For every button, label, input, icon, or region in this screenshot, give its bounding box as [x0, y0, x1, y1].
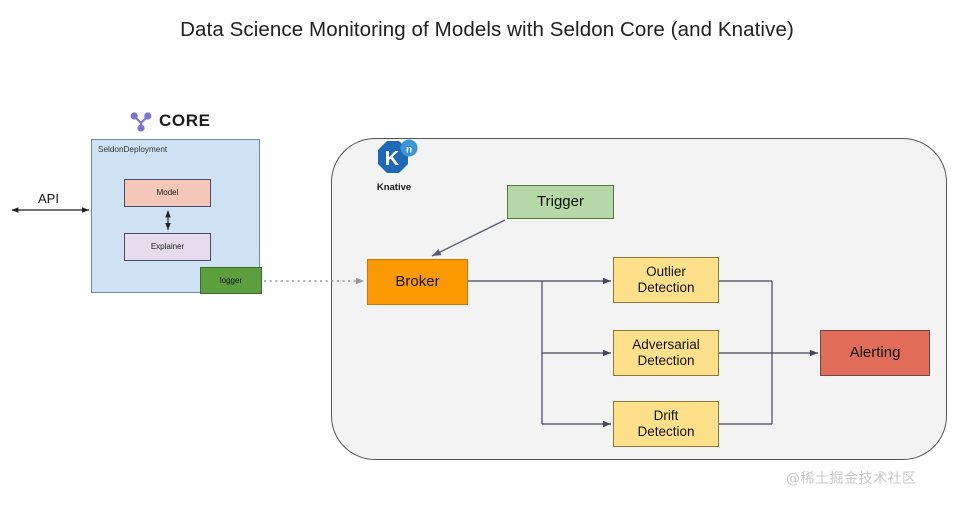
seldon-core-logo: CORE — [128, 106, 228, 136]
seldon-deployment-label: SeldonDeployment — [98, 145, 168, 154]
drift-detection-box[interactable]: Drift Detection — [613, 401, 719, 447]
model-box[interactable]: Model — [124, 179, 211, 207]
page-title: Data Science Monitoring of Models with S… — [180, 18, 794, 41]
outlier-detection-label-line2: Detection — [637, 280, 695, 295]
alerting-box[interactable]: Alerting — [820, 330, 930, 376]
broker-box[interactable]: Broker — [367, 259, 468, 305]
seldon-trefoil-icon — [130, 112, 152, 132]
adversarial-detection-box[interactable]: Adversarial Detection — [613, 330, 719, 376]
knative-k-icon: K n — [378, 139, 418, 173]
svg-text:n: n — [406, 145, 412, 156]
outlier-detection-label-line1: Outlier — [646, 264, 686, 280]
logger-box[interactable]: logger — [200, 267, 262, 294]
drift-detection-label-line2: Detection — [637, 424, 695, 439]
seldon-core-logo-text: CORE — [159, 111, 211, 130]
knative-logo: K n — [367, 139, 423, 195]
svg-text:K: K — [385, 148, 400, 170]
knative-label: Knative — [376, 182, 412, 193]
outlier-detection-box[interactable]: Outlier Detection — [613, 257, 719, 303]
adversarial-detection-label-line1: Adversarial — [632, 337, 700, 353]
drift-detection-label-line1: Drift — [653, 408, 679, 424]
api-label: API — [38, 191, 59, 206]
adversarial-detection-label-line2: Detection — [637, 353, 695, 368]
watermark: @稀土掘金技术社区 — [786, 471, 917, 487]
explainer-box[interactable]: Explainer — [124, 233, 211, 261]
trigger-box[interactable]: Trigger — [507, 185, 614, 219]
